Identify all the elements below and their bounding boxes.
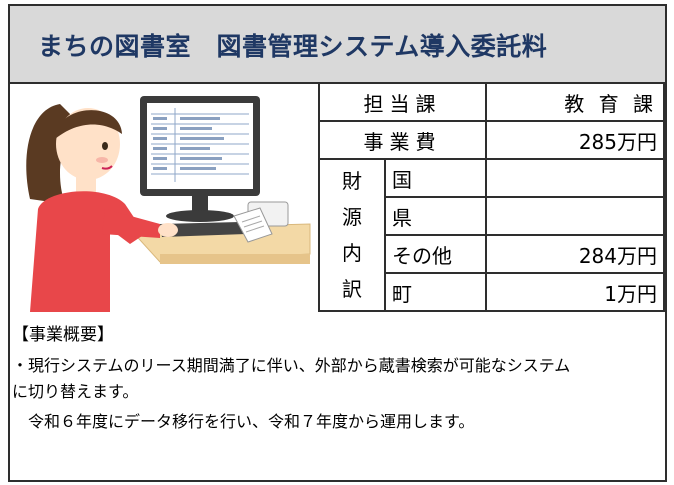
tantouka-value: 教 育 課 — [487, 84, 665, 122]
breakdown-label-sonota: その他 — [386, 236, 487, 274]
zaigen-char: 財 — [342, 169, 362, 193]
breakdown-label-machi: 町 — [386, 274, 487, 312]
overview-line-2: に切り替えます。 — [12, 382, 139, 401]
breakdown-value-ken — [487, 198, 665, 236]
breakdown-value-machi: 1万円 — [487, 274, 665, 312]
librarian-illustration — [10, 84, 320, 312]
page-title: まちの図書室 図書管理システム導入委託料 — [38, 32, 548, 61]
overview-section: 【事業概要】 ・現行システムのリース期間満了に伴い、外部から蔵書検索が可能なシス… — [10, 312, 665, 482]
jigyouhi-label: 事業費 — [320, 122, 487, 160]
zaigen-char: 訳 — [342, 277, 362, 301]
info-table: 担当課 教 育 課 事業費 285万円 財 源 内 訳 国 県 その他 284万… — [320, 84, 665, 312]
tantouka-label: 担当課 — [320, 84, 487, 122]
card-header: まちの図書室 図書管理システム導入委託料 — [10, 6, 665, 84]
breakdown-value-kuni — [487, 160, 665, 198]
project-card: まちの図書室 図書管理システム導入委託料 — [8, 4, 667, 482]
breakdown-label-kuni: 国 — [386, 160, 487, 198]
overview-heading: 【事業概要】 — [12, 325, 114, 345]
zaigen-char: 内 — [342, 241, 362, 265]
breakdown-label-ken: 県 — [386, 198, 487, 236]
zaigen-char: 源 — [342, 205, 362, 229]
breakdown-value-sonota: 284万円 — [487, 236, 665, 274]
librarian-at-computer-image — [26, 96, 311, 312]
overview-line-3: 令和６年度にデータ移行を行い、令和７年度から運用します。 — [12, 412, 475, 431]
overview-line-1: ・現行システムのリース期間満了に伴い、外部から蔵書検索が可能なシステム — [12, 356, 571, 375]
jigyouhi-value: 285万円 — [487, 122, 665, 160]
zaigen-utiwake-label: 財 源 内 訳 — [320, 160, 386, 312]
